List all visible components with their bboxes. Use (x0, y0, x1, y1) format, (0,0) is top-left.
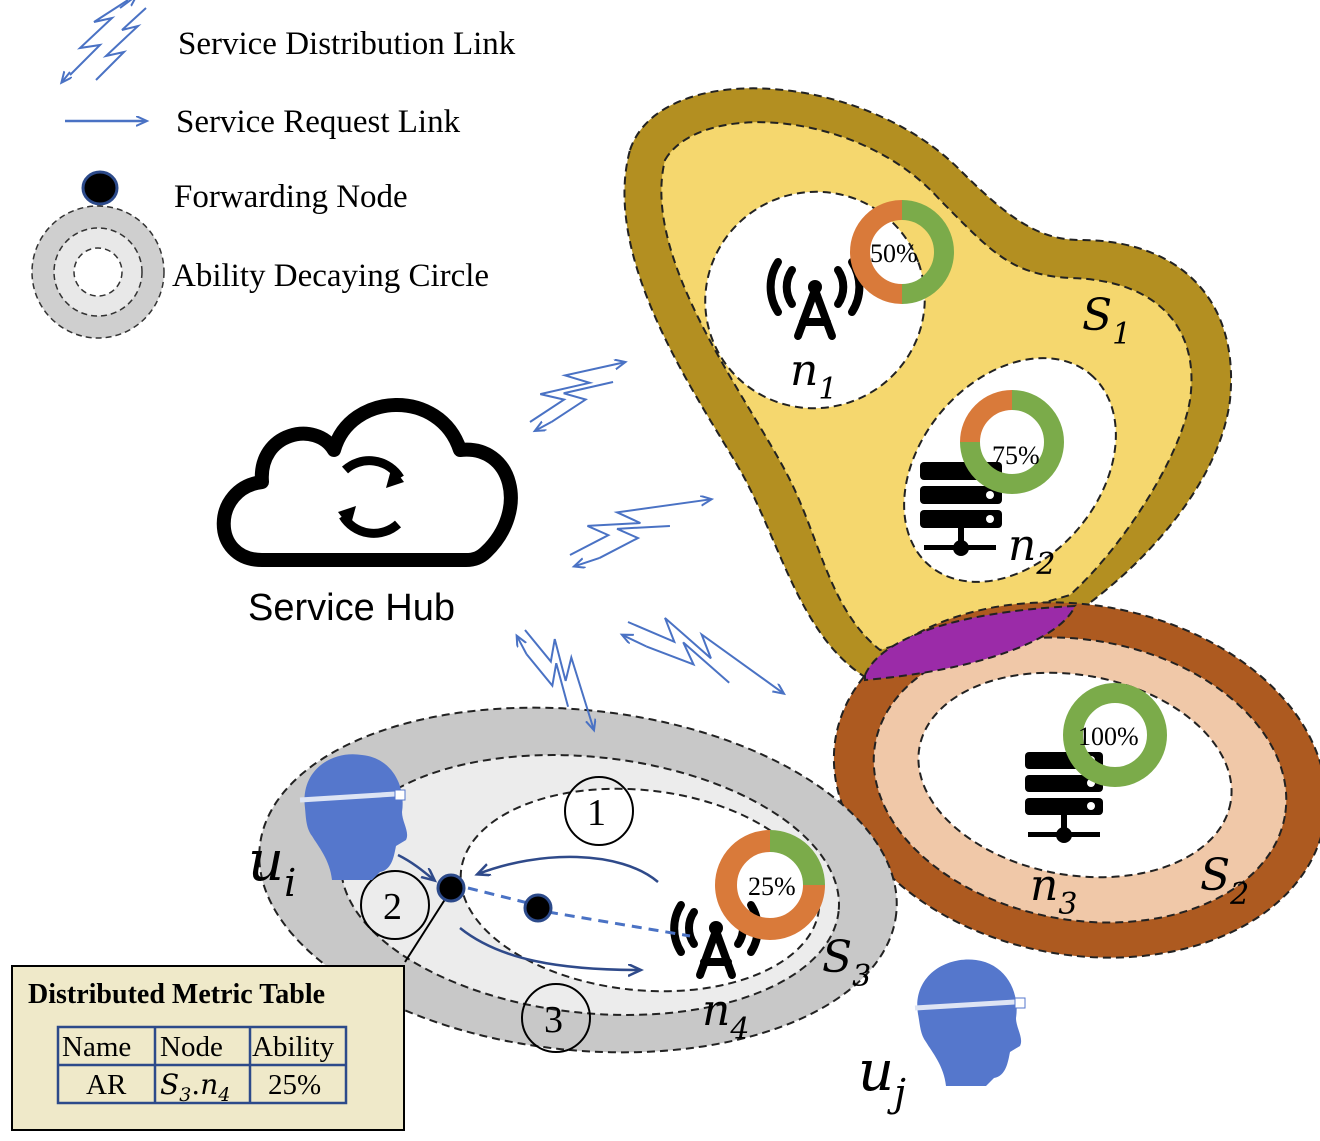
node-n3-label: n3 (1030, 860, 1077, 922)
table-header-name: Name (62, 1031, 131, 1063)
user-ar-glasses-icon (299, 754, 408, 880)
legend-forwarding-label: Forwarding Node (174, 179, 408, 215)
svg-text:1: 1 (587, 792, 606, 834)
svg-text:3: 3 (544, 999, 563, 1041)
node-n3[interactable]: 100% n3 (1025, 683, 1167, 922)
region-s1: S1 (623, 87, 1233, 682)
step-marker: 3 (521, 983, 591, 1053)
user-ar-glasses-icon (914, 959, 1026, 1086)
forwarding-node[interactable] (523, 893, 553, 923)
user-ui-label: ui (248, 829, 296, 905)
metric-table-title: Distributed Metric Table (28, 979, 325, 1010)
service-hub-label: Service Hub (248, 587, 455, 629)
user-uj-label: uj (858, 1039, 906, 1115)
table-cell-name: AR (86, 1069, 127, 1101)
ability-free-segment (1063, 683, 1167, 787)
legend: Service Distribution Link Service Reques… (31, 0, 516, 339)
region-s3: S3 (258, 706, 898, 1054)
distribution-link-hub-s2 (621, 617, 788, 719)
ability-ring-n4 (715, 830, 825, 940)
antenna-tower-icon (766, 258, 864, 340)
ability-ring-n2 (960, 390, 1064, 494)
table-cell-ability: 25% (268, 1069, 321, 1101)
ability-ring-n1 (850, 200, 954, 304)
distribution-link-hub-s3 (516, 629, 606, 741)
region-s2-label: S2 (1200, 850, 1249, 912)
legend-ability-label: Ability Decaying Circle (172, 258, 489, 294)
svg-text:2: 2 (383, 886, 402, 928)
metric-table: Distributed Metric Table Name Node Abili… (11, 965, 405, 1131)
node-n1-label: n1 (790, 345, 837, 407)
node-n4-label: n4 (702, 985, 749, 1047)
server-rack-icon (920, 462, 1002, 556)
ability-label-n2: 75% (992, 441, 1040, 470)
node-n1[interactable]: 50% n1 (766, 200, 954, 407)
legend-forwarding-node-icon (81, 170, 119, 206)
ability-used-segment (850, 200, 903, 304)
ability-used-segment (960, 390, 1013, 443)
table-header-node: Node (160, 1031, 223, 1063)
region-s1-label: S1 (1082, 290, 1131, 352)
step-marker: 2 (360, 870, 430, 940)
distribution-links (516, 353, 788, 741)
user-uj[interactable]: uj (858, 959, 1026, 1115)
node-n4[interactable]: 25% n4 (670, 830, 825, 1047)
forwarding-node[interactable] (436, 873, 466, 903)
legend-request-label: Service Request Link (176, 104, 461, 140)
table-header-ability: Ability (252, 1031, 335, 1063)
cloud-sync-icon (216, 398, 518, 567)
ability-ring-n3 (1063, 683, 1167, 787)
step-marker: 1 (564, 776, 634, 846)
legend-ability-circle-icon (31, 205, 165, 339)
ability-used-segment (715, 830, 825, 940)
service-hub: Service Hub (216, 398, 518, 629)
ability-label-n3: 100% (1078, 722, 1139, 751)
region-overlap (864, 604, 1077, 682)
ability-label-n4: 25% (748, 872, 796, 901)
request-paths (397, 853, 691, 970)
ability-label-n1: 50% (870, 239, 918, 268)
legend-distribution-label: Service Distribution Link (178, 26, 516, 62)
distribution-link-hub-n2 (569, 490, 719, 567)
ability-free-segment (960, 390, 1064, 494)
user-ui[interactable]: ui (248, 754, 408, 905)
table-cell-node: S3.n4 (160, 1068, 230, 1106)
ability-free-segment (769, 830, 825, 886)
legend-distribution-link-icon (62, 0, 147, 82)
node-n2[interactable]: 75% n2 (920, 390, 1064, 582)
distribution-link-hub-n1 (529, 353, 636, 431)
ability-free-segment (901, 200, 954, 304)
node-n2-label: n2 (1008, 520, 1055, 582)
region-s3-label: S3 (822, 932, 871, 994)
